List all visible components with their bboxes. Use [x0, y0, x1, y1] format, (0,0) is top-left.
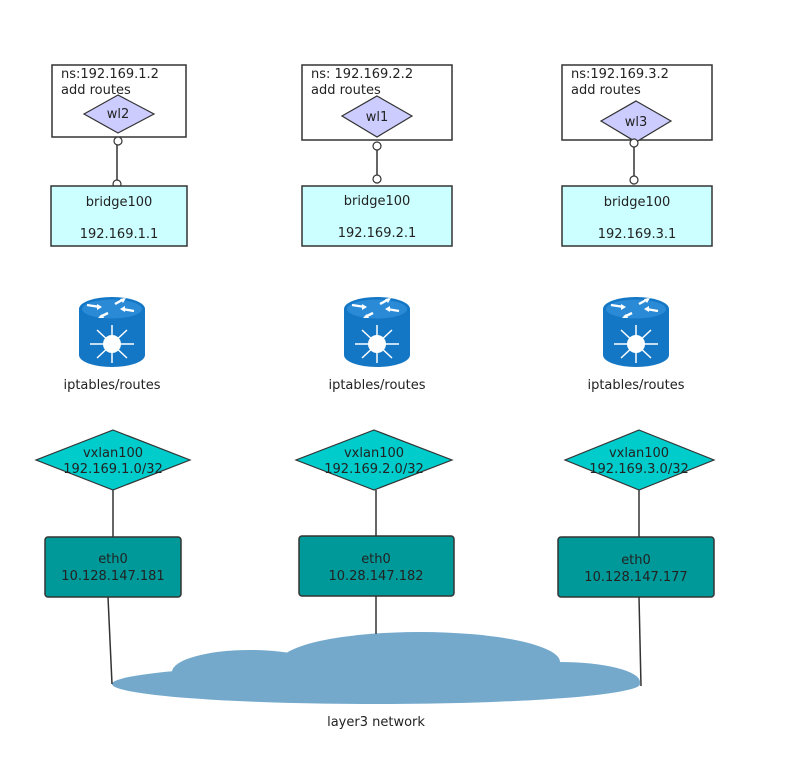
eth-ip: 10.128.147.177 — [584, 570, 687, 585]
eth-ip: 10.128.147.181 — [61, 569, 164, 584]
veth-port — [629, 138, 639, 148]
vxlan-diamond — [34, 429, 192, 491]
routes-label: add routes — [61, 83, 131, 98]
bridge-name: bridge100 — [604, 195, 671, 210]
eth-box — [557, 536, 715, 598]
vxlan-name: vxlan100 — [344, 446, 404, 461]
bridge-port — [372, 174, 382, 184]
veth-port — [113, 136, 123, 146]
eth-name: eth0 — [621, 553, 651, 568]
host-3: ns:192.169.3.2 add routes wl3 bridge100 … — [557, 64, 716, 687]
eth-name: eth0 — [98, 552, 128, 567]
routes-label: add routes — [571, 83, 641, 98]
vxlan-diamond — [563, 429, 716, 491]
bridge-ip: 192.169.3.1 — [598, 227, 677, 242]
router-icon — [79, 297, 145, 367]
veth-diamond — [340, 95, 414, 138]
vxlan-name: vxlan100 — [83, 446, 143, 461]
veth-label: wl2 — [107, 107, 130, 122]
bridge-name: bridge100 — [86, 195, 153, 210]
vxlan-diamond — [294, 429, 454, 491]
veth-diamond — [82, 94, 156, 134]
bridge-name: bridge100 — [344, 194, 411, 209]
namespace-label: ns:192.169.1.2 — [61, 67, 159, 82]
network-label: layer3 network — [327, 715, 425, 730]
bridge-ip: 192.169.2.1 — [338, 226, 417, 241]
router-icon — [603, 297, 669, 367]
bridge-box — [50, 185, 188, 247]
routes-label: add routes — [311, 83, 381, 98]
vxlan-ip: 192.169.1.0/32 — [63, 462, 163, 477]
router-label: iptables/routes — [63, 378, 160, 393]
bridge-port — [629, 175, 639, 185]
router-icon — [344, 297, 410, 367]
eth-box — [44, 536, 182, 598]
router-label: iptables/routes — [587, 378, 684, 393]
router-label: iptables/routes — [328, 378, 425, 393]
namespace-label: ns: 192.169.2.2 — [311, 67, 413, 82]
bridge-ip: 192.169.1.1 — [80, 227, 159, 242]
layer3-network-cloud — [112, 632, 642, 706]
vxlan-name: vxlan100 — [609, 446, 669, 461]
eth-box — [298, 535, 455, 597]
eth-name: eth0 — [361, 552, 391, 567]
veth-port — [372, 141, 382, 151]
vxlan-ip: 192.169.3.0/32 — [589, 462, 689, 477]
namespace-label: ns:192.169.3.2 — [571, 67, 669, 82]
vxlan-ip: 192.169.2.0/32 — [324, 462, 424, 477]
veth-label: wl1 — [366, 110, 389, 125]
host-2: ns: 192.169.2.2 add routes wl1 bridge100… — [294, 64, 455, 634]
bridge-box — [301, 185, 453, 247]
bridge-box — [561, 185, 713, 247]
host-1: ns:192.169.1.2 add routes wl2 bridge100 … — [34, 64, 192, 685]
veth-label: wl3 — [625, 115, 648, 130]
eth-ip: 10.28.147.182 — [328, 569, 423, 584]
